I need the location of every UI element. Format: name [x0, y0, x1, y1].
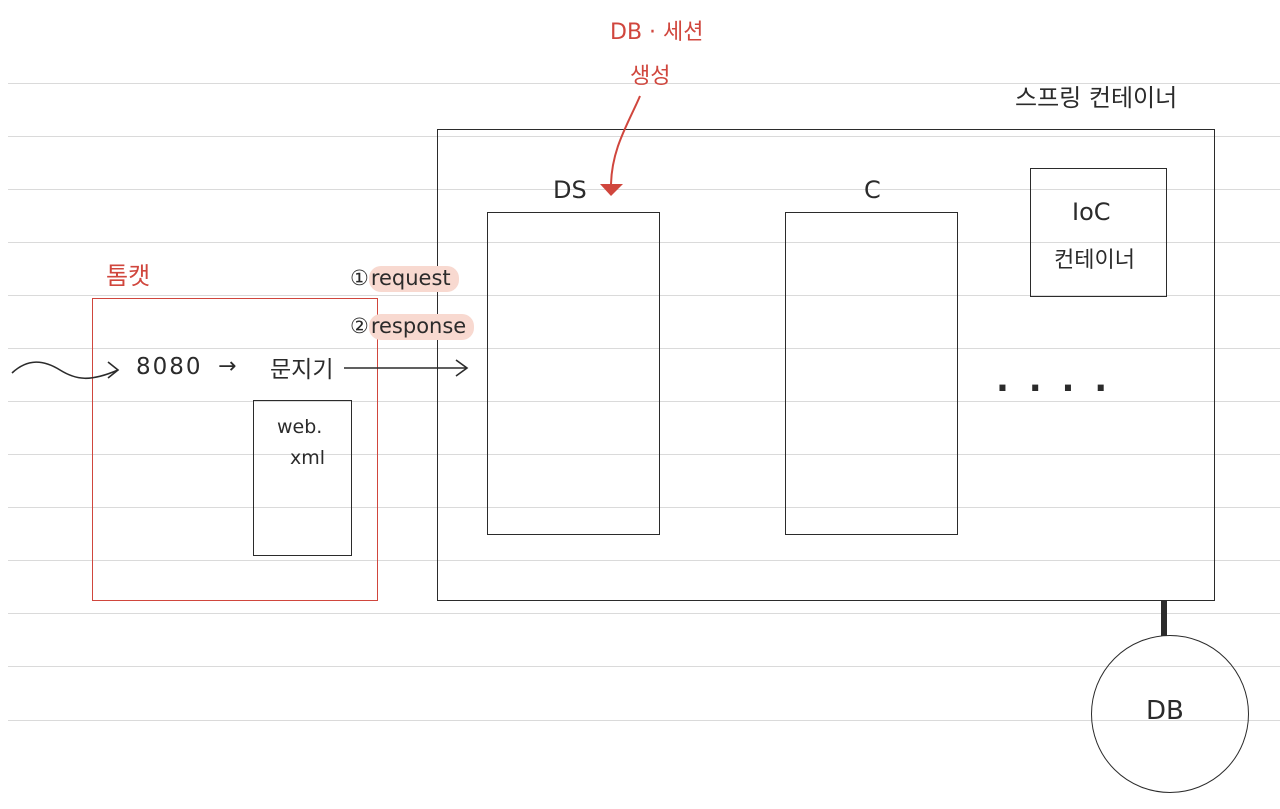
dispatcher-servlet-box [487, 212, 660, 535]
create-label: 생성 [630, 64, 671, 89]
db-session-label: DB · 세션 [610, 20, 704, 45]
ruled-line [8, 136, 1280, 137]
db-connector [1161, 600, 1167, 636]
ruled-line [8, 454, 1280, 455]
spring-container-label: 스프링 컨테이너 [1015, 84, 1178, 112]
gatekeeper-arrowhead-icon [455, 359, 469, 377]
ruled-line [8, 189, 1280, 190]
small-arrow: → [218, 354, 237, 379]
ioc-container-box [1030, 168, 1167, 297]
response-annotation: ②response [350, 314, 475, 340]
incoming-wavy-arrow [11, 361, 119, 380]
ruled-line [8, 666, 1280, 667]
ruled-line [8, 295, 1280, 296]
ruled-line [8, 242, 1280, 243]
controller-box [785, 212, 958, 535]
ruled-line [8, 401, 1280, 402]
ruled-line [8, 720, 1280, 721]
ruled-line [8, 560, 1280, 561]
web-xml-label-line2: xml [290, 447, 326, 469]
ruled-line [8, 83, 1280, 84]
response-label: response [368, 314, 475, 340]
tomcat-box [92, 298, 378, 601]
ruled-line [8, 348, 1280, 349]
database-label: DB [1146, 696, 1184, 726]
ruled-line [8, 613, 1280, 614]
step-one-marker: ① [350, 266, 369, 290]
red-curved-arrow [610, 95, 641, 185]
ioc-container-label: 컨테이너 [1054, 248, 1135, 273]
ds-label: DS [553, 176, 587, 204]
gatekeeper-label: 문지기 [270, 357, 334, 383]
request-annotation: ①request [350, 266, 459, 292]
controller-label: C [864, 176, 881, 204]
spring-container-box [437, 129, 1215, 601]
red-arrowhead-icon [600, 184, 623, 196]
ioc-label: IoC [1072, 198, 1111, 226]
database-circle [1091, 635, 1249, 793]
ellipsis-dots: . . . . [996, 360, 1112, 400]
step-two-marker: ② [350, 314, 369, 338]
tomcat-label: 톰캣 [106, 262, 151, 290]
port-label: 8080 [136, 354, 203, 380]
incoming-arrowhead-icon [107, 361, 120, 379]
web-xml-label-line1: web. [277, 416, 323, 438]
ruled-line [8, 507, 1280, 508]
request-label: request [368, 266, 459, 292]
web-xml-box [253, 400, 352, 556]
